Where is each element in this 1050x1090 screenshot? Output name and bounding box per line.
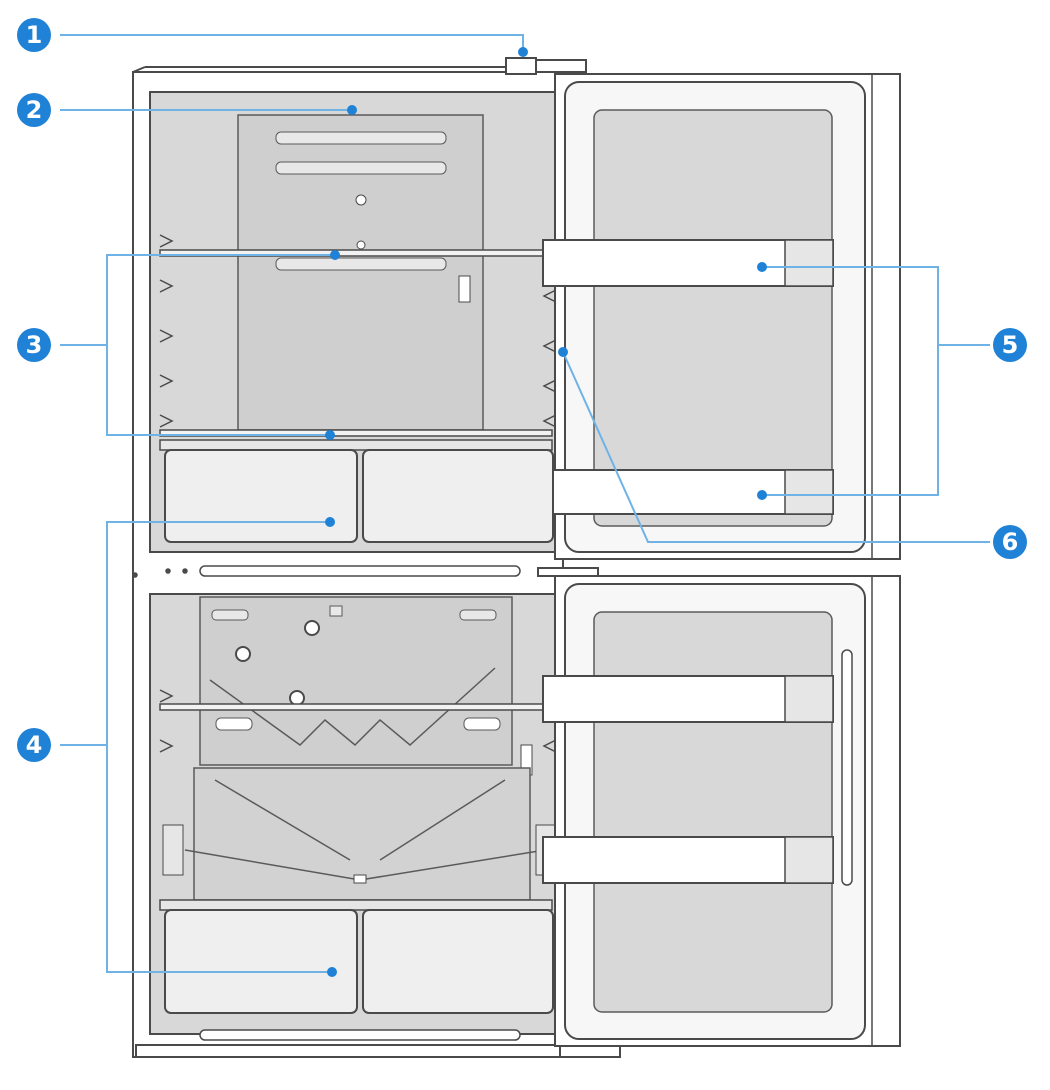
callout-badge-4: 4 — [17, 728, 51, 762]
dot-3b — [325, 430, 335, 440]
dot-4a — [325, 517, 335, 527]
leader-5 — [762, 266, 939, 496]
leader-4 — [60, 521, 330, 746]
upper-door — [542, 73, 901, 560]
freezer-compartment — [149, 593, 557, 1041]
leader-3b — [106, 345, 330, 436]
lower-door — [542, 575, 901, 1047]
fresh-food-compartment — [149, 91, 557, 553]
callout-badge-2: 2 — [17, 93, 51, 127]
callout-badge-1: 1 — [17, 18, 51, 52]
dot-5a — [757, 262, 767, 272]
dot-4b — [327, 967, 337, 977]
leader-1 — [60, 34, 524, 52]
callout-badge-3: 3 — [17, 328, 51, 362]
leader-4b — [106, 745, 332, 973]
dot-2 — [347, 105, 357, 115]
leader-lines — [60, 34, 990, 973]
leader-3 — [60, 254, 335, 346]
dot-1 — [518, 47, 528, 57]
leader-6 — [562, 351, 990, 543]
callout-badge-6: 6 — [993, 525, 1027, 559]
dot-3a — [330, 250, 340, 260]
dot-6 — [558, 347, 568, 357]
dot-5b — [757, 490, 767, 500]
mullion — [132, 565, 521, 578]
callout-dots — [325, 47, 767, 977]
callout-badge-5: 5 — [993, 328, 1027, 362]
